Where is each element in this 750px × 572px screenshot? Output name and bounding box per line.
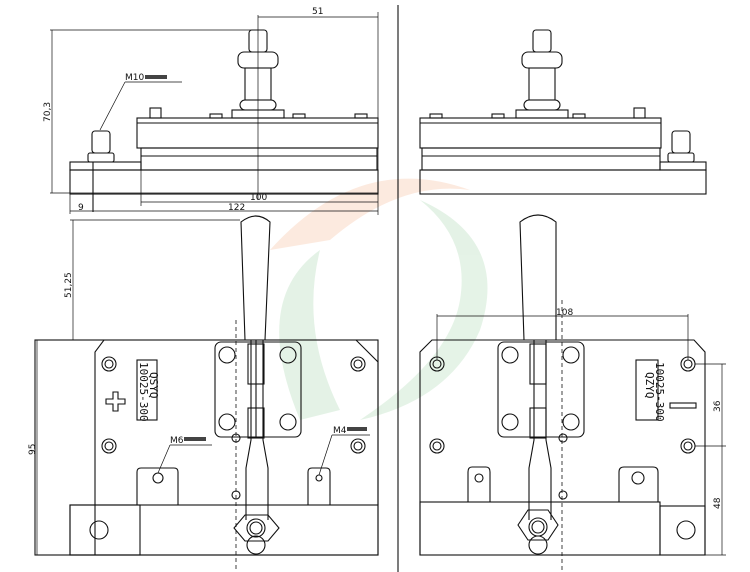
bottom-left-plan-view: 10025-300 QSYQ 51,25 95 M6 M4 (28, 215, 379, 572)
dim-51: 51 (312, 7, 323, 17)
dim-95: 95 (28, 444, 38, 455)
plus-symbol (105, 391, 126, 412)
minus-symbol (669, 402, 697, 409)
callout-m10-note (145, 75, 167, 79)
dim-48: 48 (713, 497, 723, 509)
nameplate-model: 10025-300 (137, 362, 150, 422)
mounting-holes (101, 356, 366, 454)
dim-70-3: 70,3 (43, 102, 53, 122)
dim-100: 100 (250, 193, 267, 203)
nameplate-code: QZYQ (643, 372, 656, 399)
callout-m4: M4 (333, 426, 347, 436)
nameplate-code: QSYQ (147, 372, 160, 399)
handle-grip[interactable] (240, 215, 271, 341)
dim-36: 36 (713, 400, 723, 412)
top-left-side-view: 51 70,3 100 122 9 M10 (43, 7, 379, 215)
top-right-side-view (419, 29, 707, 195)
dim-122: 122 (228, 203, 245, 213)
handle-grip[interactable] (519, 214, 557, 341)
callout-m4-note (347, 427, 367, 431)
dim-51-25: 51,25 (64, 272, 74, 298)
dim-9: 9 (78, 203, 84, 213)
bottom-right-plan-view: 10025-300 QZYQ 108 36 48 (419, 214, 726, 572)
callout-m10: M10 (125, 73, 144, 83)
dim-108: 108 (556, 308, 573, 318)
callout-m6-note (184, 437, 206, 441)
nameplate-model: 10025-300 (653, 362, 666, 422)
watermark-logo (270, 178, 488, 420)
callout-m6: M6 (170, 436, 184, 446)
